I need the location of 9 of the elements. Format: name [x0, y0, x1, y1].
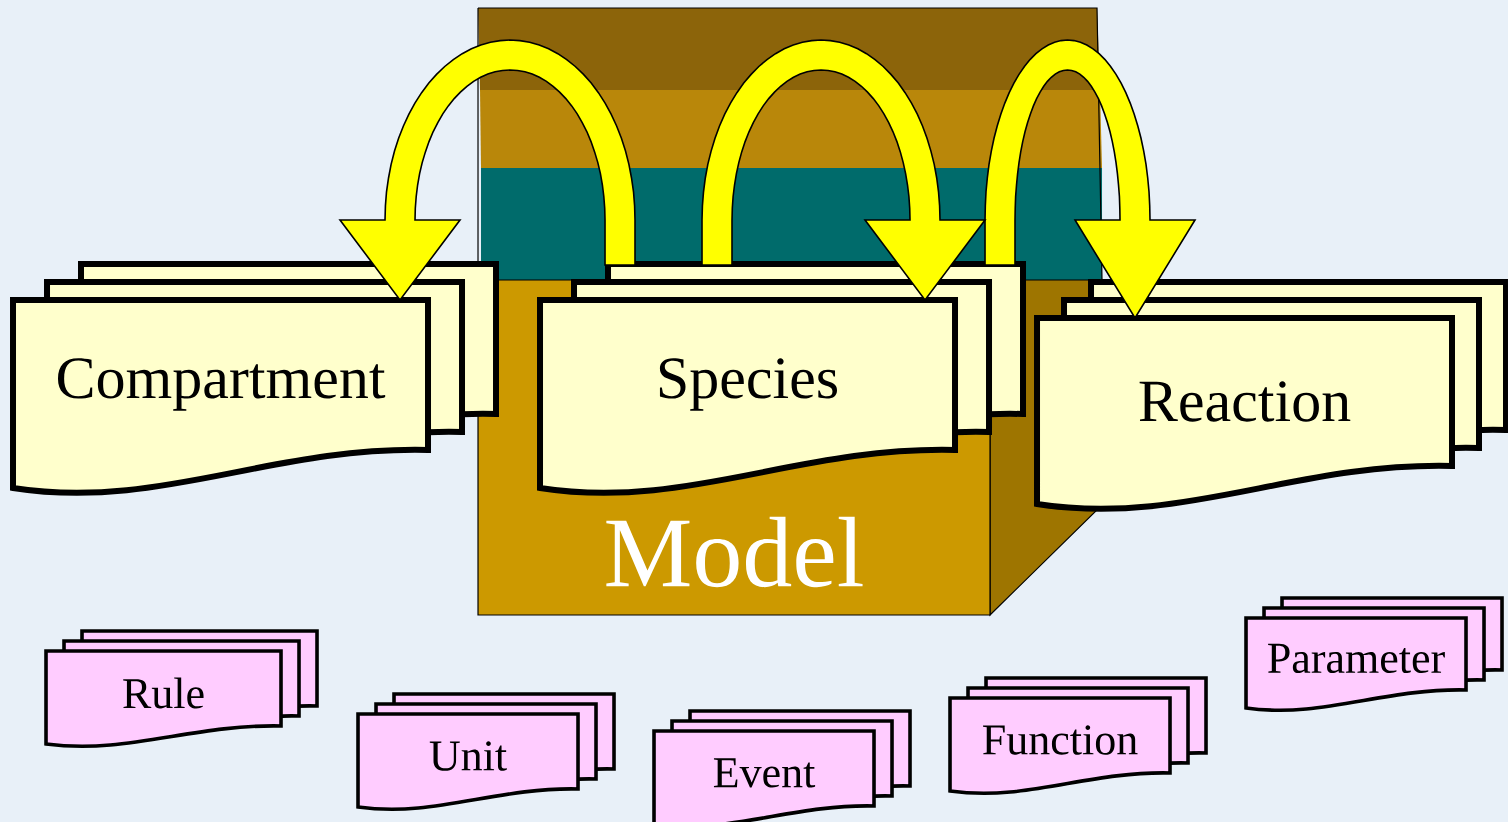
document-card: Unit — [356, 692, 616, 812]
document-card: Compartment — [10, 261, 499, 496]
document-card: Rule — [44, 629, 319, 749]
document-card: Event — [652, 709, 912, 822]
document-card: Species — [537, 261, 1026, 496]
curved-arrow — [338, 39, 636, 302]
document-card: Function — [948, 676, 1208, 796]
document-card: Reaction — [1034, 279, 1508, 512]
document-card: Parameter — [1244, 596, 1504, 713]
